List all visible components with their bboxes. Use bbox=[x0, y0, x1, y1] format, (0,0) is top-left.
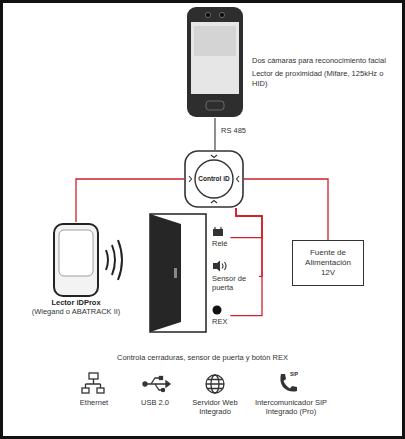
node-label: Relé bbox=[212, 239, 227, 248]
node-label: REX bbox=[212, 317, 227, 326]
summary-note: Controla cerraduras, sensor de puerta y … bbox=[20, 353, 385, 362]
connector-line bbox=[214, 118, 215, 150]
usb-icon bbox=[143, 377, 170, 392]
relay-terminal: Relé bbox=[212, 227, 227, 248]
feature-label: USB 2.0 bbox=[130, 398, 180, 407]
controller-box: Control iD bbox=[184, 150, 244, 208]
feature-label: Servidor Web Integrado bbox=[185, 398, 245, 417]
icon-tag: SIP bbox=[290, 371, 306, 377]
feature-text: Lector de proximidad (Mifare, 125kHz o H… bbox=[252, 69, 397, 88]
power-supply-box: Fuente de Alimentación 12V bbox=[292, 240, 364, 286]
bus-label: RS 485 bbox=[220, 126, 247, 135]
icon-holder bbox=[212, 227, 227, 237]
node-label: Fuente de Alimentación 12V bbox=[299, 248, 357, 278]
door-sensor-terminal: Sensor de puerta bbox=[212, 260, 256, 293]
node-label: Sensor de puerta bbox=[212, 274, 256, 293]
node-label: (Wiegand o ABATRACK II) bbox=[20, 307, 132, 316]
icon-holder bbox=[212, 305, 227, 315]
face-terminal-illustration bbox=[186, 6, 244, 118]
feature-label: Ethernet bbox=[68, 398, 120, 407]
connector-line bbox=[230, 208, 262, 238]
icon-holder bbox=[212, 260, 256, 272]
rex-terminal: REX bbox=[212, 305, 227, 326]
node-label: Lector iDProx bbox=[20, 298, 132, 307]
rex-button-icon bbox=[212, 305, 222, 315]
feature-label: Intercomunicador SIP Integrado (Pro) bbox=[250, 398, 332, 417]
ethernet-icon bbox=[82, 373, 104, 393]
door-sensor-icon bbox=[212, 260, 228, 272]
globe-icon bbox=[206, 375, 224, 393]
logo-text: Control iD bbox=[184, 175, 244, 183]
connector-line bbox=[230, 208, 262, 316]
relay-icon bbox=[212, 227, 224, 237]
feature-text: Dos cámaras para reconocimiento facial bbox=[252, 56, 397, 65]
connector-line bbox=[244, 179, 328, 240]
reader-illustration bbox=[20, 222, 132, 298]
reader-device: Lector iDProx(Wiegand o ABATRACK II) bbox=[20, 222, 132, 317]
face-terminal: Dos cámaras para reconocimiento facialLe… bbox=[186, 6, 244, 118]
connector-line bbox=[236, 208, 262, 276]
caption-block: Lector iDProx(Wiegand o ABATRACK II) bbox=[20, 298, 132, 317]
door-illustration bbox=[150, 214, 206, 332]
caption-block: Dos cámaras para reconocimiento facialLe… bbox=[252, 56, 397, 88]
